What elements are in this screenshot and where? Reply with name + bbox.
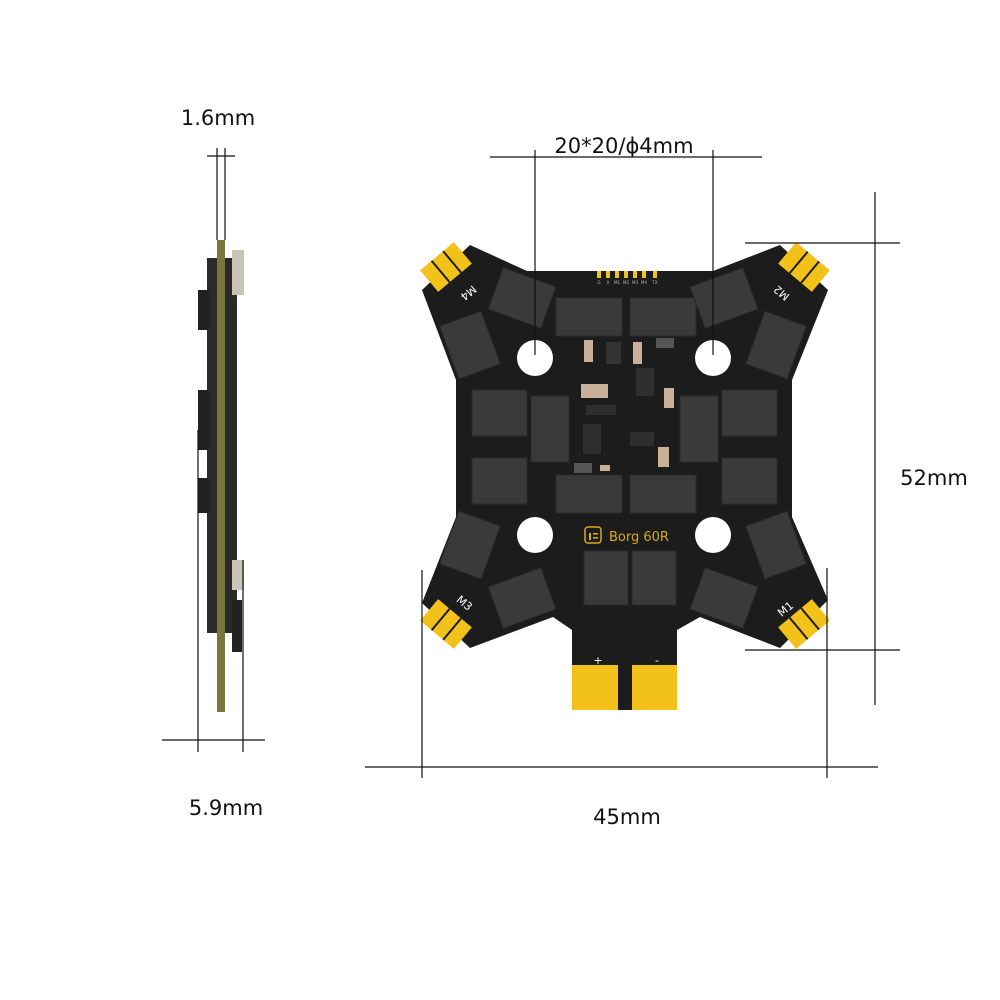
pin-label: M1	[614, 280, 620, 285]
side-dimension-lines	[162, 148, 265, 752]
pin-label: G	[597, 280, 600, 285]
model-label: Borg 60R	[609, 530, 669, 545]
brand-logo-icon	[584, 526, 602, 544]
power-pad-plus	[572, 665, 618, 710]
mounting-holes	[517, 340, 731, 553]
motor-pad-m3	[420, 599, 472, 649]
thickness-label: 1.6mm	[181, 106, 255, 130]
motor-pad-m2	[778, 242, 830, 292]
height-label: 52mm	[900, 466, 968, 490]
pin-label: M4	[641, 280, 647, 285]
pin-label: TX	[651, 280, 657, 285]
side-view	[198, 240, 244, 712]
side-pcb	[217, 240, 225, 712]
motor-pad-m1	[778, 599, 830, 649]
mosfets	[439, 267, 807, 629]
mounting-label: 20*20/ϕ4mm	[554, 134, 693, 158]
signal-pins	[597, 271, 657, 278]
side-height-label: 5.9mm	[189, 796, 263, 820]
pin-label: M2	[623, 280, 629, 285]
motor-pad-m4	[420, 242, 472, 292]
pin-label: V	[607, 280, 610, 285]
plus-label: +	[593, 654, 602, 667]
pin-label: M3	[632, 280, 638, 285]
power-pad-minus	[632, 665, 677, 710]
board-dimension-lines	[365, 150, 900, 778]
minus-label: -	[655, 654, 659, 667]
esc-board: M4 M2 M3 M1 + - G V M1 M2 M3 M4 TX	[420, 242, 830, 710]
width-label: 45mm	[593, 805, 661, 829]
small-components	[574, 338, 674, 473]
